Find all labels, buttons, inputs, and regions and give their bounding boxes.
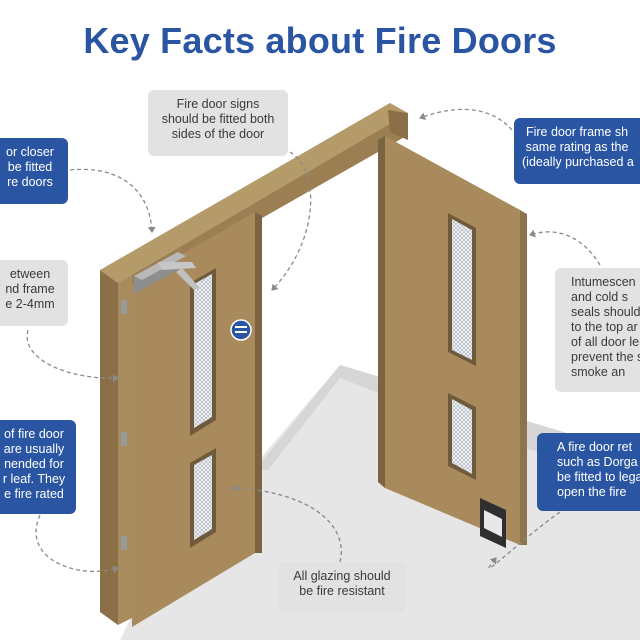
- connector-door-closer: [69, 168, 156, 233]
- hinge-middle: [121, 432, 127, 446]
- right-glazing-upper: [452, 219, 472, 360]
- door-closer-arm2: [176, 268, 200, 290]
- right-door-side: [520, 210, 527, 545]
- callout-glazing: All glazing should be fire resistant: [278, 562, 406, 612]
- hinge-top: [121, 300, 127, 314]
- frame-right-jamb: [388, 110, 408, 140]
- right-glazing-lower: [452, 399, 472, 474]
- callout-gap: etween nd frame e 2-4mm: [0, 260, 68, 326]
- callout-intumescent-seals: Intumescen and cold s seals should to th…: [555, 268, 640, 392]
- connector-retainer: [488, 511, 561, 569]
- left-glazing-upper: [194, 274, 212, 428]
- callout-hinges: of fire door are usually nended for r le…: [0, 420, 76, 514]
- connector-glazing: [231, 484, 342, 563]
- connector-frame-rating: [419, 108, 513, 131]
- hinge-bottom: [121, 536, 127, 550]
- left-glazing-lower: [194, 455, 212, 540]
- door-closer-arm: [158, 262, 196, 270]
- callout-frame-rating: Fire door frame sh same rating as the (i…: [514, 118, 640, 184]
- fire-door-sign-glyph-2: [235, 331, 247, 333]
- callout-door-retainer: A fire door ret such as Dorga be fitted …: [537, 433, 640, 511]
- fire-door-sign: [230, 319, 252, 341]
- callout-door-signs: Fire door signs should be fitted both si…: [148, 90, 288, 156]
- fire-door-sign-glyph-1: [235, 326, 247, 328]
- frame-left-jamb-front: [118, 275, 132, 625]
- page-title: Key Facts about Fire Doors: [83, 20, 557, 61]
- left-door-edge: [255, 212, 262, 553]
- frame-header-top: [100, 103, 408, 283]
- connector-intumescent: [529, 229, 601, 266]
- frame-left-jamb-side: [100, 270, 118, 625]
- connector-gap: [26, 329, 119, 383]
- connector-door-signs: [271, 151, 312, 291]
- right-door-edge: [378, 136, 385, 488]
- door-retainer-face: [484, 510, 502, 537]
- connector-hinges: [35, 514, 119, 574]
- callout-door-closer: or closer be fitted re doors: [0, 138, 68, 204]
